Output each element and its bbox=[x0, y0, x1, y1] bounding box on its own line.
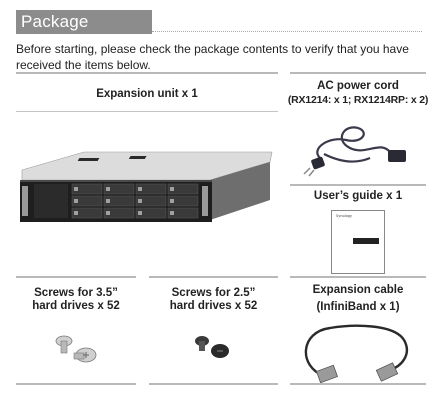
rule-under-expansion-label bbox=[16, 111, 278, 112]
user-guide-image: Synology bbox=[331, 210, 385, 274]
rule-above-guide bbox=[290, 184, 426, 186]
label-power-cord-detail: (RX1214: x 1; RX1214RP: x 2) bbox=[287, 94, 429, 106]
rule-bottom-right bbox=[290, 383, 426, 385]
infiniband-cable-image bbox=[304, 324, 409, 384]
intro-line-1: Before starting, please check the packag… bbox=[16, 42, 409, 56]
section-title: Package Contents bbox=[16, 10, 152, 55]
rule-top-right bbox=[290, 72, 426, 74]
intro-text: Before starting, please check the packag… bbox=[16, 41, 426, 73]
label-users-guide: User’s guide x 1 bbox=[313, 190, 403, 202]
screw-25-image bbox=[195, 336, 229, 358]
rule-bottom-middle bbox=[149, 383, 278, 385]
guide-title-bar bbox=[353, 238, 379, 244]
rule-top-left bbox=[16, 72, 278, 74]
label-screws-35-line1: Screws for 3.5” bbox=[34, 287, 118, 299]
label-screws-25-line1: Screws for 2.5” bbox=[171, 287, 256, 299]
title-dotted-rule bbox=[152, 31, 422, 32]
screw-35-image bbox=[55, 335, 97, 363]
label-power-cord: AC power cord bbox=[317, 80, 399, 92]
rule-above-screws-35 bbox=[16, 276, 136, 278]
label-screws-35-line2: hard drives x 52 bbox=[32, 300, 120, 312]
label-expansion-unit: Expansion unit x 1 bbox=[96, 88, 198, 100]
power-cord-image bbox=[303, 126, 406, 177]
rule-above-screws-25 bbox=[149, 276, 278, 278]
label-screws-25-line2: hard drives x 52 bbox=[169, 300, 258, 312]
guide-brand-mark: Synology bbox=[336, 214, 353, 218]
rule-above-cable bbox=[290, 276, 426, 278]
rule-bottom-left bbox=[16, 383, 136, 385]
label-cable-line2: (InfiniBand x 1) bbox=[316, 301, 400, 313]
rack-expansion-unit-image bbox=[20, 151, 273, 222]
label-cable-line1: Expansion cable bbox=[312, 284, 404, 296]
intro-line-2: received the items below. bbox=[16, 58, 151, 72]
